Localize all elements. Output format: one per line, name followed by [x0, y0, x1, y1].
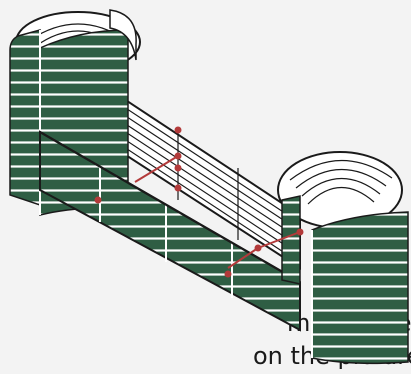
connector-dot: [226, 272, 231, 277]
connector-dot: [298, 230, 303, 235]
connector-dot: [176, 186, 181, 191]
connector-dot: [256, 246, 261, 251]
connector-dot: [176, 166, 181, 171]
right-cylinder: [278, 152, 408, 363]
connector-dot: [176, 154, 181, 159]
connector-dot: [176, 128, 181, 133]
connector-dot: [96, 198, 101, 203]
